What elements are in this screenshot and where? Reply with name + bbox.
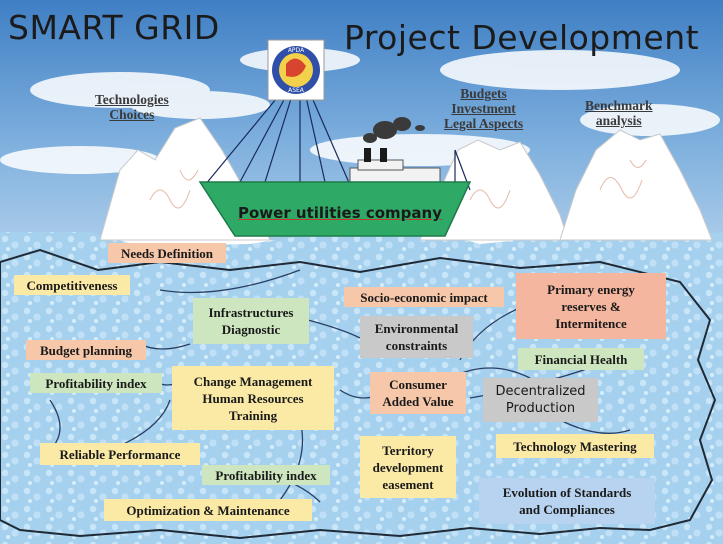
- ship-label: Power utilities company: [237, 204, 442, 222]
- ship-funnel-2: [380, 148, 387, 162]
- box-financial-health: Financial Health: [518, 348, 644, 370]
- ship-hull: [198, 181, 472, 237]
- box-technology-mastering: Technology Mastering: [496, 434, 654, 458]
- box-evolution-of-standards: Evolution of Standards and Compliances: [479, 478, 655, 524]
- box-environmental-constraints: Environmental constraints: [360, 316, 473, 358]
- iceberg-underwater-outline: [0, 248, 717, 540]
- box-profitability-index-1: Profitability index: [30, 373, 162, 393]
- box-competitiveness: Competitiveness: [14, 275, 130, 295]
- logo-top-text: APDA: [287, 47, 305, 54]
- box-optimization-maintenance: Optimization & Maintenance: [104, 499, 312, 521]
- box-profitability-index-2: Profitability index: [202, 465, 330, 485]
- ship-funnel-1: [364, 148, 371, 162]
- label-technologies-choices: Technologies Choices: [95, 92, 169, 122]
- box-consumer-added-value: Consumer Added Value: [370, 372, 466, 414]
- logo-bottom-text: ASEA: [288, 87, 304, 94]
- box-needs-definition: Needs Definition: [108, 243, 226, 263]
- title-smart-grid: SMART GRID: [8, 8, 220, 47]
- smoke-icon: [363, 117, 425, 143]
- box-territory-development: Territory development easement: [360, 436, 456, 498]
- box-change-management: Change Management Human Resources Traini…: [172, 366, 334, 430]
- box-socio-economic-impact: Socio-economic impact: [344, 287, 504, 307]
- label-budgets-investment: Budgets Investment Legal Aspects: [444, 86, 524, 131]
- title-project-development: Project Development: [344, 18, 700, 57]
- box-decentralized-production: Decentralized Production: [483, 378, 598, 422]
- box-budget-planning: Budget planning: [26, 340, 146, 360]
- label-benchmark-analysis: Benchmark analysis: [585, 98, 653, 128]
- box-infrastructures-diagnostic: Infrastructures Diagnostic: [193, 298, 309, 344]
- box-primary-energy: Primary energy reserves & Intermitence: [516, 273, 666, 339]
- iceberg-texture: [149, 159, 647, 209]
- box-reliable-performance: Reliable Performance: [40, 443, 200, 465]
- iceberg-right: [559, 129, 713, 241]
